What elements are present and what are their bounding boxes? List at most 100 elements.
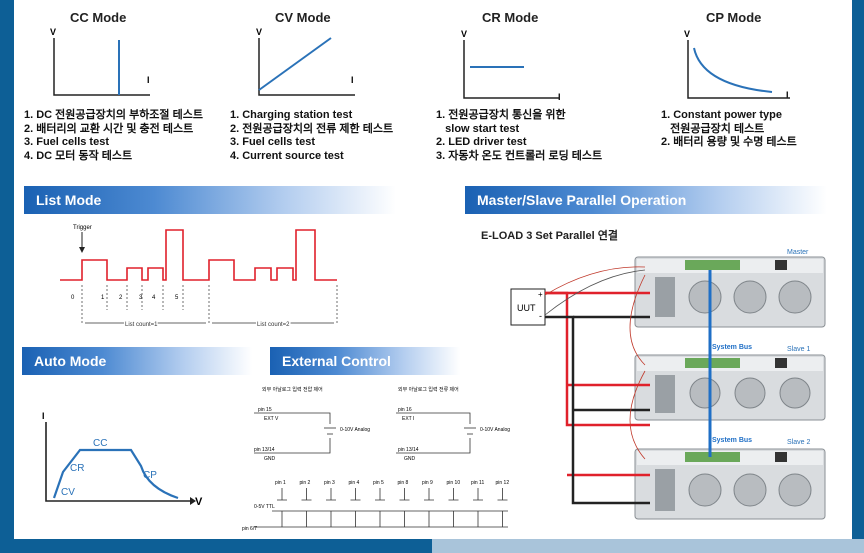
cv-axis-v: V [256, 27, 262, 37]
auto-curve [52, 448, 179, 500]
slave2-unit [634, 448, 826, 520]
ttl-pin-label: pin 3 [324, 480, 335, 486]
ttl-pin-label: pin 4 [349, 480, 360, 486]
cc-mode-title: CC Mode [70, 10, 127, 25]
list-count-2: List count=2 [257, 322, 290, 328]
uut-box [510, 288, 546, 326]
ttl-pin-switch [473, 488, 483, 501]
auto-axis-v: V [195, 496, 203, 508]
auto-cc-label: CC [93, 438, 107, 449]
master-slave-title: Master/Slave Parallel Operation [477, 192, 687, 208]
slave1-unit [634, 354, 826, 421]
ttl-pin-switch [326, 488, 336, 501]
uut-plus: + [538, 290, 543, 299]
list-mode-title: List Mode [36, 192, 102, 208]
ttl-pin-label: pin 11 [471, 480, 484, 486]
ttl-pin-switch [375, 488, 385, 501]
trigger-label: Trigger [73, 225, 92, 231]
ttl-pin-label: pin 9 [422, 480, 433, 486]
ttl-pin-switch [277, 488, 287, 501]
auto-axis-i: I [42, 411, 45, 421]
v-analog: 0-10V Analog [340, 427, 370, 433]
master-slave-diagram: UUT + - Master Slave 1 Slave 2 System [510, 249, 826, 520]
auto-mode-band: Auto Mode [22, 347, 252, 375]
list-mode-diagram: Trigger 0 1 2 3 4 5 List count=1 List co… [60, 225, 338, 330]
external-control-band: External Control [270, 347, 460, 375]
cc-mode-graph: V I [50, 27, 150, 96]
voltage-title: 외부 아날로그 입력 전압 제어 [262, 386, 323, 393]
ttl-pin-switch [497, 488, 508, 501]
step-2: 2 [119, 295, 123, 301]
uut-label: UUT [517, 303, 536, 313]
ttl-pin-switch [399, 488, 410, 501]
list-count-1: List count=1 [125, 322, 158, 328]
auto-cp-label: CP [143, 470, 157, 481]
ttl-pin-switch [448, 488, 459, 501]
ttl-pin-label: pin 10 [447, 480, 461, 486]
cv-curve [258, 37, 332, 91]
cv-mode-graph: V I [256, 27, 355, 96]
external-control-diagram: 외부 아날로그 입력 전압 제어 pin 15 EXT V pin 13/14 … [242, 386, 510, 532]
step-4: 4 [152, 295, 156, 301]
v-gnd: GND [264, 456, 276, 462]
v-pin15: pin 15 [258, 407, 272, 413]
master-label: Master [787, 249, 809, 256]
step-1: 1 [101, 295, 105, 301]
master-slave-subtitle: E-LOAD 3 Set Parallel 연결 [481, 230, 619, 242]
auto-cr-label: CR [70, 463, 84, 474]
ttl-pin-label: pin 1 [275, 480, 286, 486]
auto-cv-label: CV [61, 487, 75, 498]
frame-left [0, 0, 14, 553]
step-0: 0 [71, 295, 75, 301]
ttl-pin-label: pin 12 [496, 480, 510, 486]
c-pin1314: pin 13/14 [398, 447, 419, 453]
pin67-label: pin 6/7 [242, 526, 257, 532]
c-exti: EXT I [402, 416, 414, 422]
list-mode-waveform [60, 229, 337, 281]
ttl-pin-label: pin 5 [373, 480, 384, 486]
cp-curve [693, 47, 773, 93]
frame-bottom-right [432, 539, 864, 553]
c-pin16: pin 16 [398, 407, 412, 413]
c-analog: 0-10V Analog [480, 427, 510, 433]
ttl-label: 0-5V TTL [254, 504, 275, 510]
cp-axis-i: I [786, 90, 789, 100]
cc-axis-v: V [50, 27, 56, 37]
auto-mode-graph: I V CC CR CV CP [42, 411, 203, 508]
frame-right [852, 0, 864, 553]
c-gnd: GND [404, 456, 416, 462]
cr-mode-graph: V I [461, 29, 561, 102]
external-control-title: External Control [282, 353, 391, 369]
step-5: 5 [175, 295, 179, 301]
v-pin1314: pin 13/14 [254, 447, 275, 453]
cr-axis-i: I [558, 92, 561, 102]
list-mode-band: List Mode [24, 186, 396, 214]
step-3: 3 [139, 295, 143, 301]
v-extv: EXT V [264, 416, 279, 422]
ttl-pin-label: pin 2 [300, 480, 311, 486]
cr-axis-v: V [461, 29, 467, 39]
cp-mode-graph: V I [684, 29, 790, 100]
cv-mode-title: CV Mode [275, 10, 331, 25]
slave1-label: Slave 1 [787, 346, 810, 353]
cc-axis-i: I [147, 75, 150, 85]
cr-mode-title: CR Mode [482, 10, 539, 25]
cp-axis-v: V [684, 29, 690, 39]
system-bus-label-2: System Bus [712, 437, 752, 444]
auto-mode-title: Auto Mode [34, 353, 107, 369]
ttl-pin-label: pin 8 [398, 480, 409, 486]
uut-minus: - [539, 311, 542, 321]
master-unit [634, 256, 826, 328]
current-title: 외부 아날로그 입력 전류 제어 [398, 386, 459, 393]
cp-mode-title: CP Mode [706, 10, 762, 25]
frame-bottom-left [0, 539, 432, 553]
ttl-pin-switch [424, 488, 434, 501]
cv-axis-i: I [351, 75, 354, 85]
slave2-label: Slave 2 [787, 439, 810, 446]
system-bus-label-1: System Bus [712, 344, 752, 351]
ttl-pin-switch [350, 488, 361, 501]
